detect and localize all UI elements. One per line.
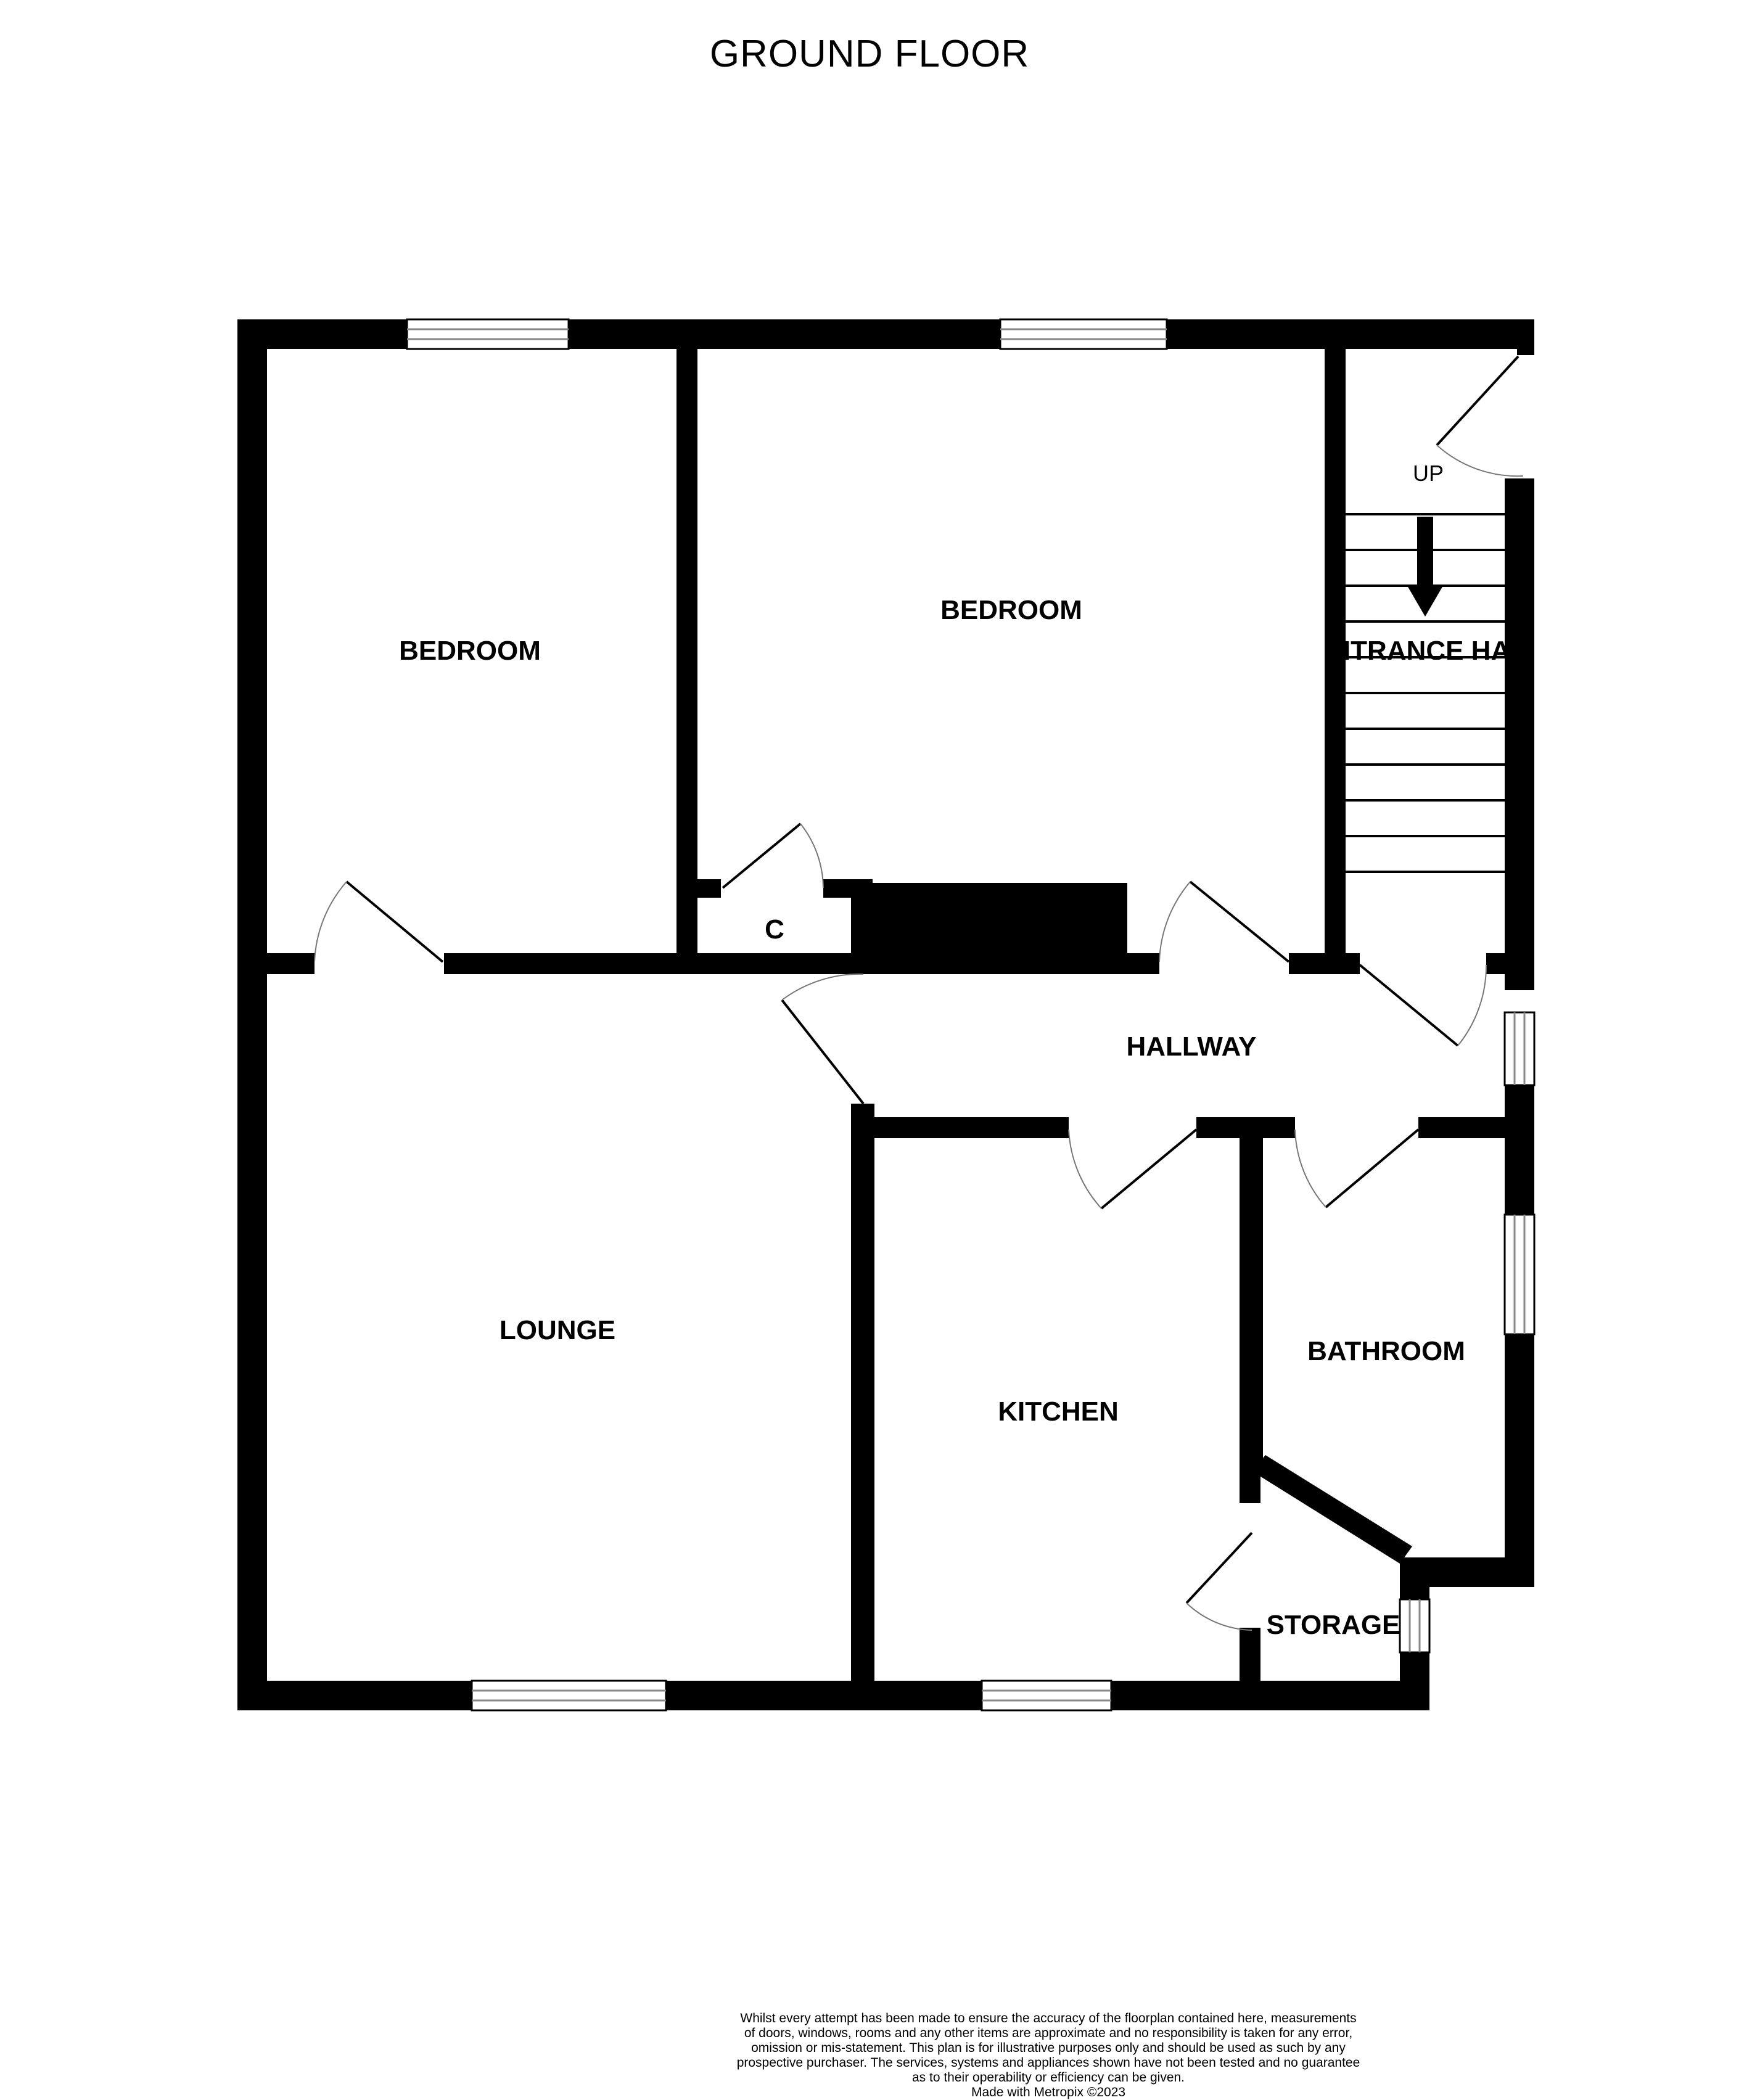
- door-bedroom-right: [1159, 880, 1290, 963]
- window-storage: [1399, 1598, 1431, 1654]
- windows: [406, 318, 1536, 1712]
- door-lounge: [781, 973, 865, 1105]
- window-lounge: [471, 1680, 667, 1712]
- disclaimer-line: as to their operability or efficiency ca…: [911, 2070, 1185, 2085]
- window-hallway: [1503, 1011, 1536, 1086]
- room-label-bedroom-right: BEDROOM: [940, 595, 1082, 625]
- door-storage: [1185, 1532, 1253, 1631]
- room-label-bedroom-left: BEDROOM: [399, 636, 541, 666]
- disclaimer-credit: Made with Metropix ©2023: [971, 2085, 1126, 2099]
- interior-walls: [237, 319, 1534, 1710]
- door-bathroom: [1294, 1128, 1420, 1208]
- disclaimer-line: of doors, windows, rooms and any other i…: [744, 2026, 1353, 2040]
- disclaimer-line: omission or mis-statement. This plan is …: [751, 2041, 1346, 2055]
- room-label-storage: STORAGE: [1267, 1610, 1400, 1640]
- room-label-entrance-hall: ENTRANCE HALL: [1313, 636, 1544, 666]
- door-entrance-hallway: [1359, 964, 1487, 1047]
- stairs: [1346, 513, 1505, 873]
- door-kitchen: [1068, 1128, 1198, 1210]
- window-bathroom: [1503, 1213, 1536, 1335]
- window-bedroom-left: [406, 318, 570, 350]
- room-labels: UP BEDROOM BEDROOM ENTRANCE HALL C HALLW…: [399, 461, 1544, 1640]
- room-label-hallway: HALLWAY: [1126, 1032, 1256, 1062]
- disclaimer: Whilst every attempt has been made to en…: [648, 2011, 1449, 2100]
- room-label-bathroom: BATHROOM: [1307, 1336, 1465, 1366]
- room-label-lounge: LOUNGE: [500, 1315, 615, 1345]
- floor-title: GROUND FLOOR: [710, 33, 1029, 75]
- outer-walls: [237, 319, 1534, 1710]
- window-bedroom-right: [999, 318, 1168, 350]
- stairs-arrow-icon: [1407, 517, 1443, 617]
- stairs-up-label: UP: [1413, 461, 1444, 486]
- door-bedroom-left: [314, 880, 444, 963]
- room-label-kitchen: KITCHEN: [998, 1397, 1119, 1427]
- door-cupboard: [722, 822, 824, 889]
- disclaimer-line: Whilst every attempt has been made to en…: [740, 2011, 1357, 2025]
- room-label-cupboard: C: [765, 914, 784, 945]
- doors: [314, 355, 1524, 1631]
- disclaimer-line: prospective purchaser. The services, sys…: [736, 2056, 1360, 2070]
- door-front: [1436, 355, 1524, 477]
- window-kitchen: [981, 1680, 1112, 1712]
